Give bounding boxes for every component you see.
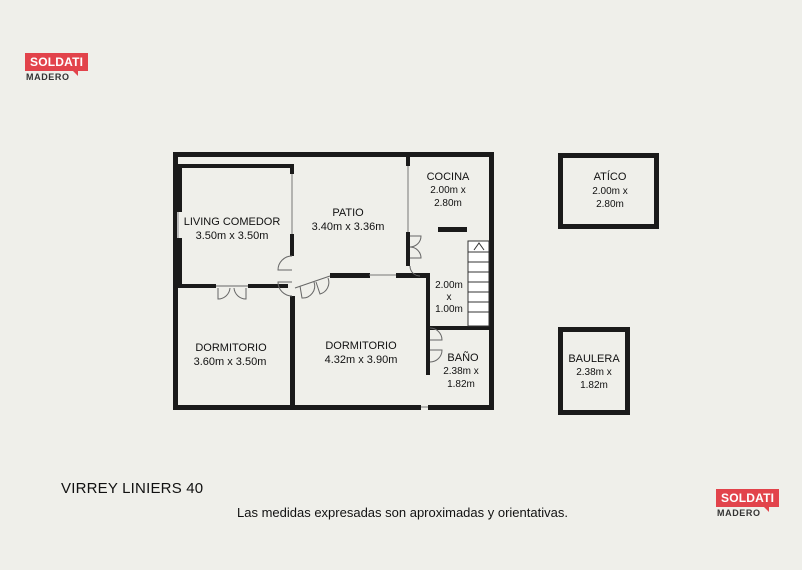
room-bano-size-line1: 2.38m x bbox=[443, 366, 479, 377]
room-baulera-size-line2: 1.82m bbox=[580, 380, 608, 391]
room-cocina-size-line2: 2.80m bbox=[434, 198, 462, 209]
room-baulera-name: BAULERA bbox=[568, 353, 620, 365]
room-patio-size: 3.40m x 3.36m bbox=[312, 221, 385, 233]
stairs bbox=[467, 240, 490, 327]
room-dormitorio1-name: DORMITORIO bbox=[195, 342, 267, 354]
room-dormitorio2-size: 4.32m x 3.90m bbox=[325, 354, 398, 366]
room-pasillo-size-line3: 1.00m bbox=[435, 304, 463, 315]
brand-badge: SOLDATI bbox=[716, 489, 780, 512]
room-cocina-name: COCINA bbox=[427, 171, 470, 183]
room-pasillo-size-line2: x bbox=[447, 292, 452, 303]
room-bano-size-line2: 1.82m bbox=[447, 379, 475, 390]
windows bbox=[291, 166, 428, 408]
brand-subtitle: MADERO bbox=[26, 72, 70, 82]
brand-logo-bottom: SOLDATI MADERO bbox=[716, 489, 780, 518]
room-cocina-size-line1: 2.00m x bbox=[430, 185, 466, 196]
room-living-size: 3.50m x 3.50m bbox=[196, 230, 269, 242]
room-bano-name: BAÑO bbox=[447, 351, 479, 364]
room-dormitorio1-size: 3.60m x 3.50m bbox=[194, 356, 267, 368]
room-living-name: LIVING COMEDOR bbox=[184, 216, 281, 228]
room-pasillo-size-line1: 2.00m bbox=[435, 280, 463, 291]
measurements-disclaimer: Las medidas expresadas son aproximadas y… bbox=[237, 505, 568, 520]
room-patio-name: PATIO bbox=[332, 207, 364, 219]
brand-logo-top: SOLDATI MADERO bbox=[25, 53, 89, 82]
property-address: VIRREY LINIERS 40 bbox=[61, 480, 204, 497]
room-atico-size-line2: 2.80m bbox=[596, 199, 624, 210]
brand-subtitle: MADERO bbox=[717, 508, 761, 518]
room-dormitorio2-name: DORMITORIO bbox=[325, 340, 397, 352]
room-atico-name: ATÍCO bbox=[594, 170, 627, 183]
room-labels: LIVING COMEDOR 3.50m x 3.50m PATIO 3.40m… bbox=[184, 170, 628, 391]
brand-badge: SOLDATI bbox=[25, 53, 89, 76]
walls bbox=[173, 152, 659, 415]
room-baulera-size-line1: 2.38m x bbox=[576, 367, 612, 378]
room-atico-size-line1: 2.00m x bbox=[592, 186, 628, 197]
doors bbox=[177, 212, 443, 363]
